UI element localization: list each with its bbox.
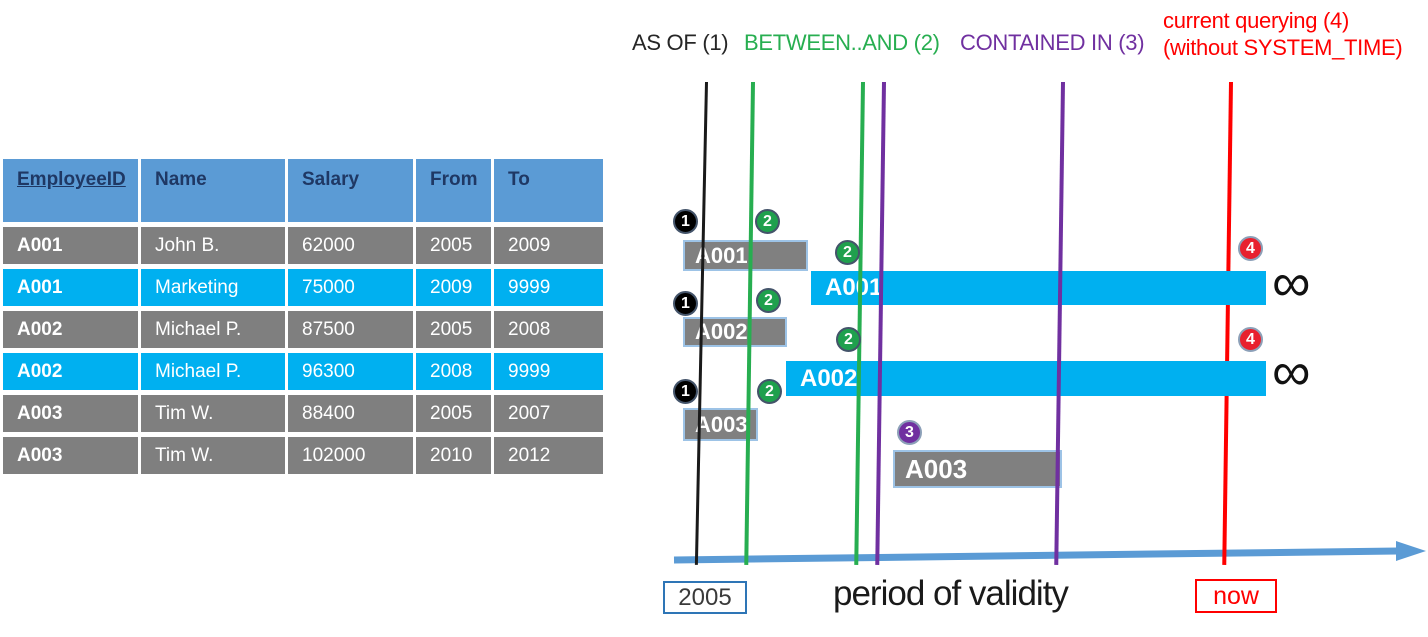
cell-employeeid: A002 [3, 353, 138, 390]
bar-a002-current: A002 [786, 361, 1266, 396]
cell-from: 2005 [416, 311, 491, 348]
query-line-between-end [854, 81, 865, 565]
axis-start-year: 2005 [663, 581, 747, 614]
marker-4-a001: 4 [1238, 236, 1263, 261]
label-contained-in: CONTAINED IN (3) [960, 30, 1145, 55]
cell-employeeid: A001 [3, 269, 138, 306]
cell-to: 2007 [494, 395, 603, 432]
marker-3-a003: 3 [897, 420, 922, 445]
cell-from: 2005 [416, 227, 491, 264]
label-current-querying-line2: (without SYSTEM_TIME) [1163, 35, 1403, 60]
cell-salary: 88400 [288, 395, 413, 432]
header-employeeid: EmployeeID [3, 159, 138, 222]
query-line-current [1222, 81, 1233, 565]
cell-salary: 75000 [288, 269, 413, 306]
marker-1-a001: 1 [673, 209, 698, 234]
axis-arrowhead-icon [1396, 541, 1426, 561]
cell-from: 2009 [416, 269, 491, 306]
axis-now-label: now [1195, 579, 1277, 613]
cell-from: 2008 [416, 353, 491, 390]
cell-salary: 102000 [288, 437, 413, 474]
cell-salary: 96300 [288, 353, 413, 390]
cell-employeeid: A003 [3, 395, 138, 432]
cell-to: 2012 [494, 437, 603, 474]
cell-name: Tim W. [141, 437, 285, 474]
label-current-querying: current querying (4) (without SYSTEM_TIM… [1163, 7, 1403, 61]
infinity-icon: ∞ [1272, 342, 1311, 402]
cell-salary: 62000 [288, 227, 413, 264]
marker-2-a003: 2 [757, 379, 782, 404]
employee-table: EmployeeID Name Salary From To A001 John… [3, 159, 603, 474]
axis-title: period of validity [833, 574, 1069, 613]
cell-name: Marketing [141, 269, 285, 306]
cell-to: 2008 [494, 311, 603, 348]
cell-employeeid: A003 [3, 437, 138, 474]
marker-2-a001-history: 2 [755, 209, 780, 234]
cell-salary: 87500 [288, 311, 413, 348]
label-between-and: BETWEEN..AND (2) [744, 30, 940, 55]
query-line-contained-end [1054, 81, 1065, 565]
marker-4-a002: 4 [1238, 327, 1263, 352]
cell-name: Tim W. [141, 395, 285, 432]
header-name: Name [141, 159, 285, 222]
cell-from: 2010 [416, 437, 491, 474]
header-salary: Salary [288, 159, 413, 222]
header-to: To [494, 159, 603, 222]
cell-from: 2005 [416, 395, 491, 432]
marker-2-a002-history: 2 [756, 288, 781, 313]
marker-2-a001-current: 2 [835, 240, 860, 265]
query-line-contained-start [875, 81, 886, 565]
cell-name: Michael P. [141, 311, 285, 348]
cell-to: 9999 [494, 269, 603, 306]
label-current-querying-line1: current querying (4) [1163, 8, 1349, 33]
cell-name: John B. [141, 227, 285, 264]
cell-to: 9999 [494, 353, 603, 390]
cell-employeeid: A001 [3, 227, 138, 264]
bar-a003-history-2: A003 [893, 450, 1062, 488]
marker-1-a002: 1 [673, 291, 698, 316]
bar-a001-current: A001 [811, 271, 1266, 305]
cell-employeeid: A002 [3, 311, 138, 348]
header-from: From [416, 159, 491, 222]
cell-to: 2009 [494, 227, 603, 264]
cell-name: Michael P. [141, 353, 285, 390]
infinity-icon: ∞ [1272, 253, 1311, 313]
label-as-of: AS OF (1) [632, 30, 729, 55]
marker-1-a003: 1 [673, 379, 698, 404]
marker-2-a002-current: 2 [836, 327, 861, 352]
